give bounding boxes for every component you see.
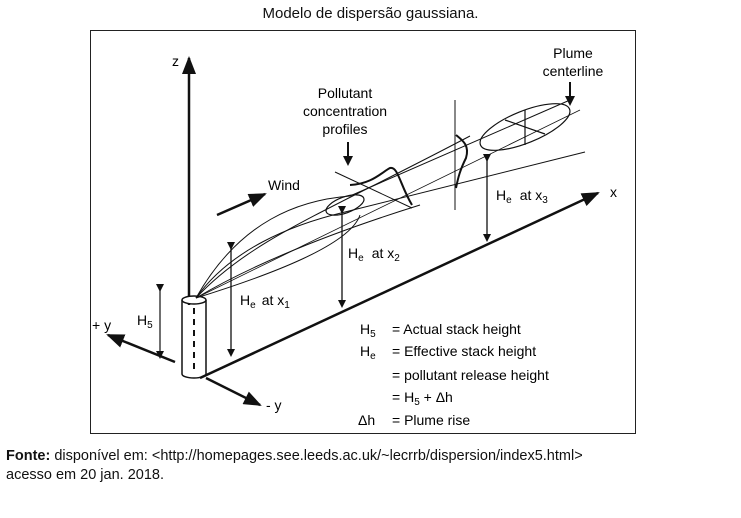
svg-text:= Effective stack height: = Effective stack height (392, 343, 536, 359)
source-text: disponível em: <http://homepages.see.lee… (50, 448, 583, 464)
concentration-profile-2 (455, 134, 468, 189)
source-date: acesso em 20 jan. 2018. (6, 467, 164, 483)
legend: H5 = Actual stack height He = Effective … (358, 321, 549, 428)
centerline-label-1: Plume (553, 45, 593, 61)
wind-arrow (216, 192, 267, 217)
plus-y-axis (106, 333, 176, 364)
z-axis-label: z (172, 53, 179, 69)
figure-caption: Modelo de dispersão gaussiana. (262, 5, 479, 22)
svg-text:He: He (360, 343, 376, 362)
source-note: Fonte: disponível em: <http://homepages.… (6, 447, 583, 485)
svg-text:= H5 + Δh: = H5 + Δh (392, 389, 453, 408)
profiles-label-2: concentration (303, 103, 387, 119)
x-axis (199, 191, 600, 380)
wind-label: Wind (268, 177, 300, 193)
plume-cross-sections (325, 103, 571, 216)
plume-envelope (195, 99, 586, 299)
profiles-label-1: Pollutant (318, 85, 373, 101)
centerline (195, 109, 581, 299)
svg-text:H5: H5 (360, 321, 376, 340)
minus-y-label: - y (266, 397, 282, 413)
x-axis-label: x (610, 184, 617, 200)
svg-text:= Actual stack height: = Actual stack height (392, 321, 521, 337)
diagram-frame (90, 30, 636, 434)
plus-y-label: + y (92, 317, 111, 333)
svg-text:Δh: Δh (358, 412, 375, 428)
stack (181, 295, 207, 379)
minus-y-axis (205, 376, 262, 407)
svg-text:= pollutant release height: = pollutant release height (392, 367, 549, 383)
concentration-profile-1 (349, 166, 413, 206)
svg-text:= Plume rise: = Plume rise (392, 412, 470, 428)
centerline-label-2: centerline (543, 63, 604, 79)
source-label: Fonte: (6, 448, 51, 464)
profiles-label-3: profiles (322, 121, 367, 137)
hs-label: H5 (137, 312, 153, 331)
